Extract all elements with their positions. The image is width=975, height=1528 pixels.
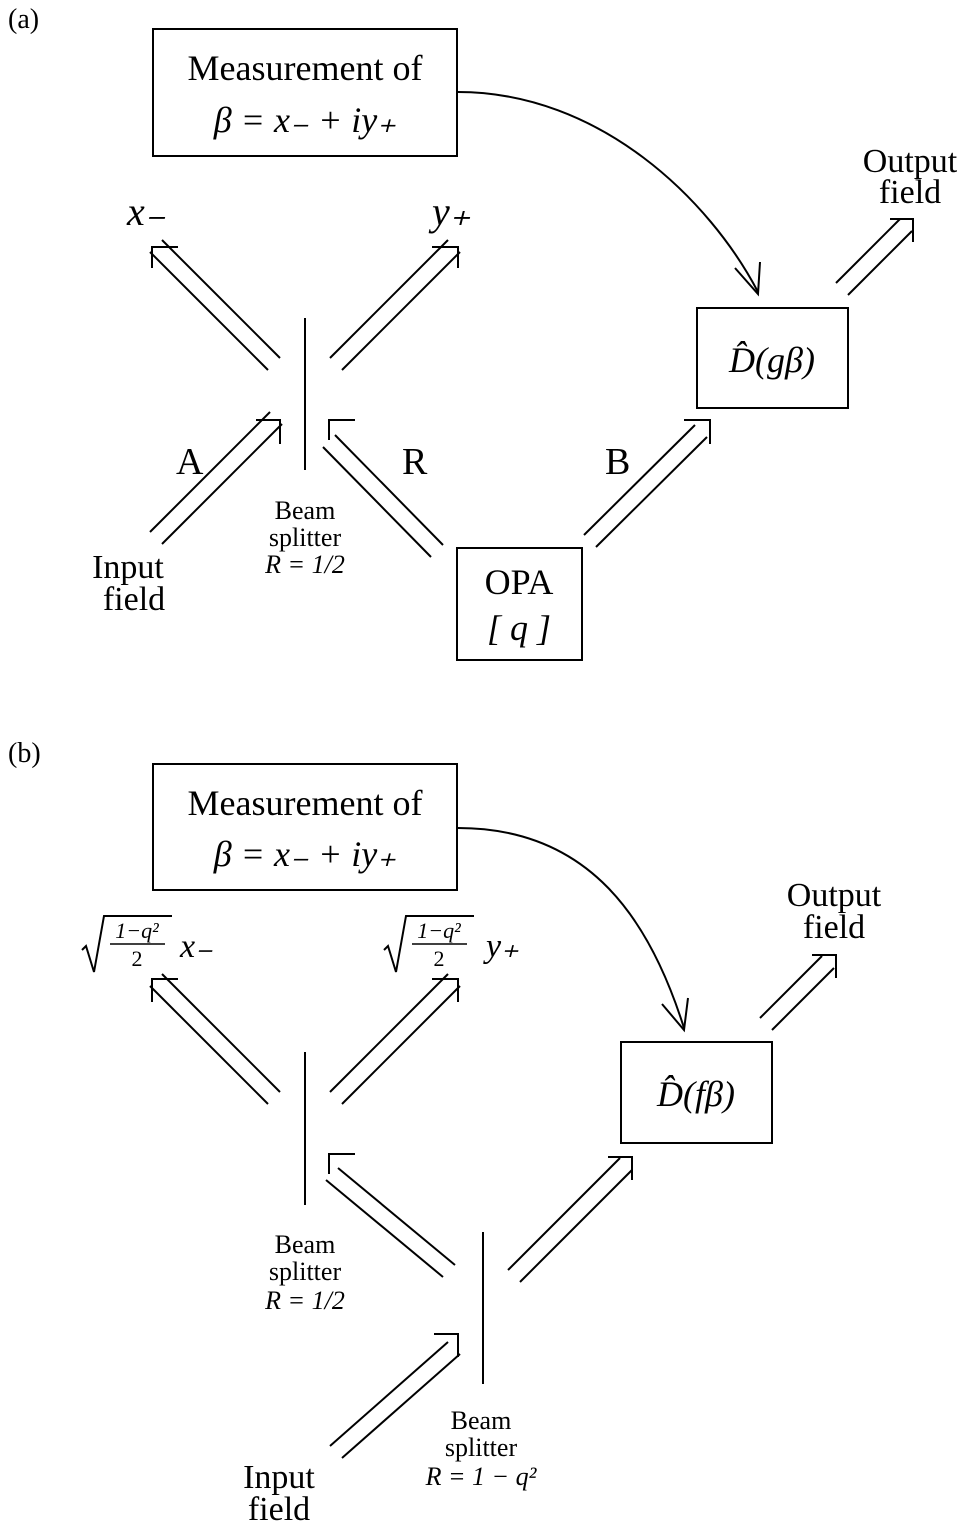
beam-x-minus	[149, 239, 281, 371]
measurement-formula: β = x₋ + iy₊	[213, 100, 396, 140]
left-fraction-denominator: 2	[132, 946, 143, 971]
beam-splitter-2-label-2: splitter	[445, 1433, 518, 1462]
beam-b	[583, 419, 711, 548]
input-field-label-b-1: Input	[243, 1459, 315, 1496]
y-plus-label: y₊	[428, 189, 471, 234]
beam-output-b	[759, 954, 837, 1031]
opa-box	[456, 547, 583, 661]
left-fraction-numerator: 1−q²	[115, 918, 159, 943]
right-fraction-numerator: 1−q²	[417, 918, 461, 943]
beam-splitter-label-2: splitter	[269, 523, 342, 552]
beam-splitter-2-label-1: Beam	[451, 1406, 512, 1435]
input-field-label-1: Input	[92, 549, 164, 586]
beam-output	[835, 218, 914, 296]
measurement-label-b: Measurement of	[188, 783, 423, 823]
beam-r	[322, 419, 444, 558]
beam-splitter-label-1: Beam	[275, 496, 336, 525]
beam-splitter-1-label-1: Beam	[275, 1230, 336, 1259]
feedback-arrowhead	[734, 261, 761, 297]
feedback-arrow	[457, 91, 759, 293]
feedback-arrow-b	[457, 827, 685, 1029]
panel-b: (b) Measurement of β = x₋ + iy₊ 1−q² 2 x…	[8, 738, 882, 1528]
displacement-box	[696, 307, 849, 409]
beam-y-plus-b	[329, 973, 461, 1105]
panel-a: (a) Measurement of β = x₋ + iy₊ x₋ y₊ Be…	[8, 4, 958, 661]
displacement-label-b: D̂(fβ)	[656, 1074, 735, 1114]
beam-y-plus	[329, 239, 461, 371]
input-field-label-b-2: field	[248, 1491, 310, 1528]
beam-x-minus-b	[149, 973, 281, 1105]
panel-b-label: (b)	[8, 738, 41, 769]
beam-b-label: B	[605, 441, 630, 483]
beam-splitter-2-label-3: R = 1 − q²	[425, 1462, 538, 1491]
right-fraction-denominator: 2	[434, 946, 445, 971]
left-scaled-output-label: 1−q² 2 x₋	[81, 915, 213, 973]
opa-parameter: [ q ]	[487, 608, 551, 648]
beam-to-splitter-1	[325, 1153, 456, 1278]
left-sqrt-sign	[81, 915, 172, 973]
measurement-box	[152, 28, 458, 157]
right-scaled-output-label: 1−q² 2 y₊	[383, 915, 519, 973]
right-variable: y₊	[483, 928, 519, 965]
beam-input-b	[329, 1333, 461, 1459]
beam-a-label: A	[176, 441, 204, 483]
measurement-formula-b: β = x₋ + iy₊	[213, 834, 396, 874]
feedback-arrowhead-b	[661, 997, 689, 1033]
displacement-label: D̂(gβ)	[728, 340, 815, 380]
right-sqrt-sign	[383, 915, 474, 973]
beam-splitter-1-label-3: R = 1/2	[264, 1286, 345, 1315]
beam-a	[149, 411, 283, 545]
x-minus-label: x₋	[126, 189, 166, 234]
beam-splitter-1-label-2: splitter	[269, 1257, 342, 1286]
left-variable: x₋	[179, 928, 213, 965]
beam-r-label: R	[402, 441, 428, 483]
displacement-box-b	[620, 1041, 773, 1144]
input-field-label-2: field	[103, 581, 165, 618]
panel-a-label: (a)	[8, 4, 39, 35]
measurement-label: Measurement of	[188, 48, 423, 88]
opa-label: OPA	[485, 562, 554, 602]
beam-to-displacement	[507, 1156, 633, 1283]
output-field-label-2: field	[879, 174, 941, 211]
output-field-label-b-2: field	[803, 909, 865, 946]
output-field-label-b-1: Output	[787, 877, 882, 914]
beam-splitter-label-3: R = 1/2	[264, 550, 345, 579]
output-field-label-1: Output	[863, 143, 958, 180]
measurement-box-b	[152, 763, 458, 891]
